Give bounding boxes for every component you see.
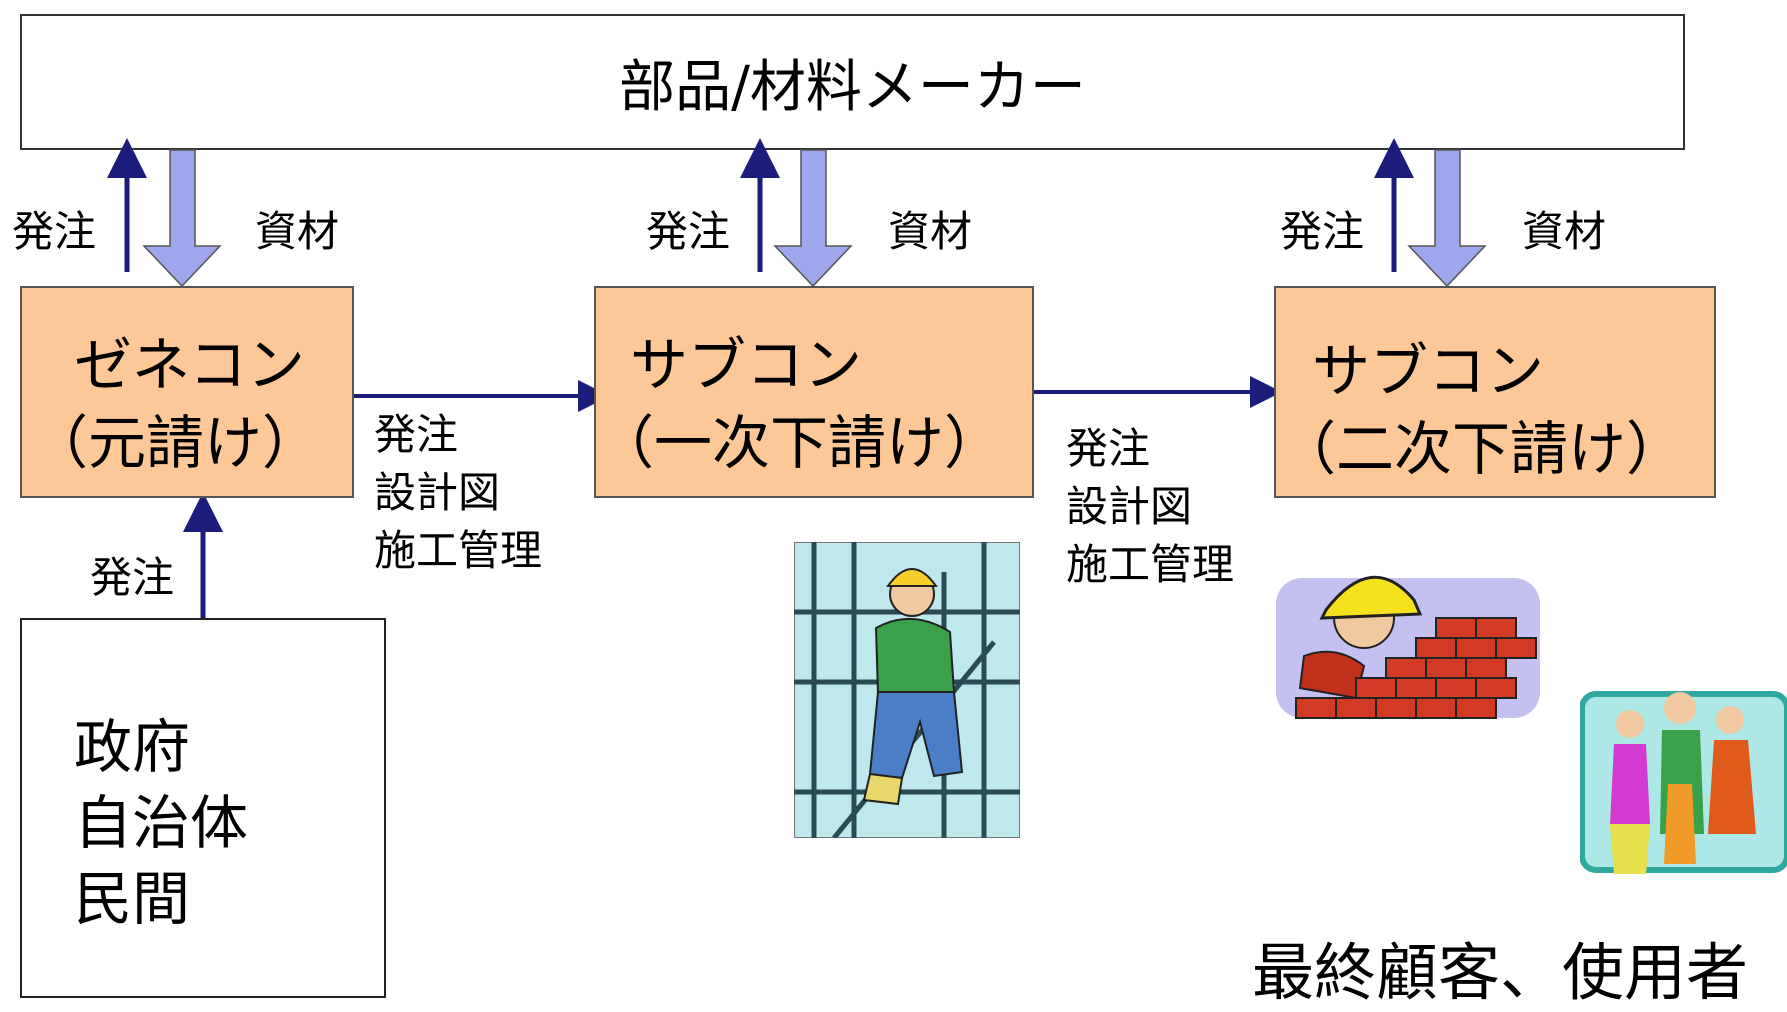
order-label-2: 発注 (646, 207, 731, 256)
general-contractor-box: ゼネコン （元請け） (20, 286, 354, 498)
flow-items-1: 発注 設計図 施工管理 (374, 406, 542, 580)
flow-item-management: 施工管理 (374, 526, 543, 575)
scaffold-worker-image (794, 542, 1020, 838)
client-box: 政府 自治体 民間 (20, 618, 386, 998)
subcontractor-2-role: （二次下請け） (1278, 415, 1685, 483)
bricklayer-image (1276, 575, 1540, 719)
order-label-3: 発注 (1280, 207, 1365, 256)
flow-item-order: 発注 (374, 410, 459, 459)
client-line-private: 民間 (74, 865, 191, 933)
customers-image (1580, 691, 1787, 874)
general-contractor-role: （元請け） (30, 409, 321, 477)
flow-item-design: 設計図 (1066, 482, 1193, 531)
subcontractor-1-box: サブコン （一次下請け） (594, 286, 1034, 498)
flow-item-management: 施工管理 (1066, 540, 1235, 589)
general-contractor-title: ゼネコン (74, 331, 305, 399)
client-line-municipality: 自治体 (74, 789, 249, 857)
supplier-label: 部品/材料メーカー (619, 54, 1086, 120)
flow-items-2: 発注 設計図 施工管理 (1066, 420, 1234, 594)
materials-arrow-1 (142, 149, 222, 288)
materials-label-3: 資材 (1522, 207, 1607, 256)
client-order-label: 発注 (90, 553, 175, 602)
materials-arrow-2 (773, 149, 853, 288)
subcontractor-1-title: サブコン (630, 331, 863, 399)
subcontractor-2-title: サブコン (1312, 337, 1545, 405)
subcontractor-2-box: サブコン （二次下請け） (1274, 286, 1716, 498)
materials-arrow-3 (1407, 149, 1487, 288)
subcontractor-1-role: （一次下請け） (596, 409, 1003, 477)
materials-label-1: 資材 (255, 207, 340, 256)
client-line-government: 政府 (74, 713, 191, 781)
flow-item-order: 発注 (1066, 424, 1151, 473)
order-label-1: 発注 (12, 207, 97, 256)
materials-label-2: 資材 (888, 207, 973, 256)
end-customer-caption: 最終顧客、使用者 (1252, 936, 1749, 1009)
supplier-box: 部品/材料メーカー (20, 14, 1685, 150)
flow-item-design: 設計図 (374, 468, 501, 517)
